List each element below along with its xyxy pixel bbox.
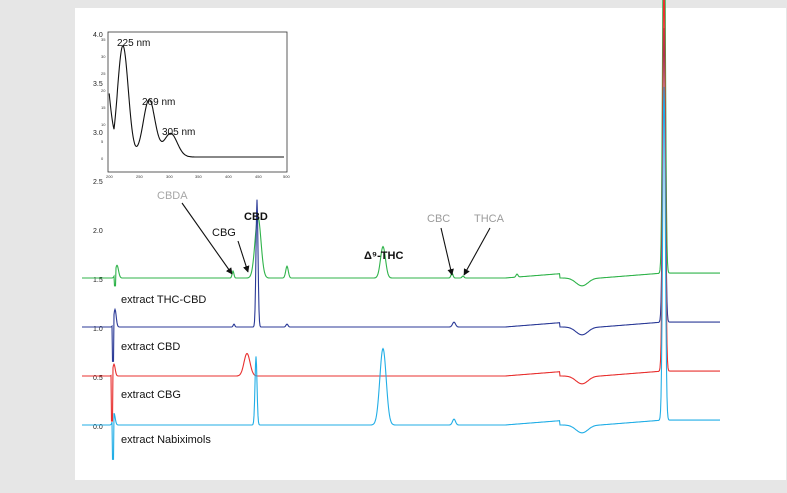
inset-x-tick-label: 250	[136, 174, 143, 179]
inset-y-tick-label: 35	[101, 37, 106, 42]
arrow-cbda	[181, 202, 233, 275]
annotation-cbda: CBDA	[157, 190, 188, 202]
annotation-d9-thc: Δ⁹-THC	[364, 250, 403, 262]
inset-frame	[107, 31, 288, 173]
y-tick-label: 2.0	[93, 228, 103, 235]
inset-y-tick-label: 5	[101, 139, 104, 144]
annotation-cbd: CBD	[244, 211, 268, 223]
series-label-nabiximols: extract Nabiximols	[121, 434, 211, 446]
uv-peak-225: 225 nm	[117, 38, 150, 49]
inset-y-tick-label: 15	[101, 105, 106, 110]
inset-x-tick-label: 300	[166, 174, 173, 179]
peak-annotations: CBDA CBG CBD Δ⁹-THC CBC THCA	[157, 190, 505, 276]
inset-y-tick-label: 0	[101, 156, 104, 161]
trace-extract-cbd	[82, 28, 720, 362]
inset-x-tick-label: 500	[283, 174, 290, 179]
inset-x-tick-label: 450	[255, 174, 262, 179]
annotation-cbg: CBG	[212, 227, 236, 239]
uv-peak-305: 305 nm	[162, 127, 195, 138]
series-label-cbd: extract CBD	[121, 341, 180, 353]
inset-x-tick-label: 350	[195, 174, 202, 179]
annotation-cbc: CBC	[427, 213, 450, 225]
uv-spectrum-inset: 200 250 300 350 400 450 500 0 5 10 15 20…	[101, 31, 290, 179]
y-tick-label: 0.0	[93, 424, 103, 431]
y-tick-label: 4.0	[93, 32, 103, 39]
y-axis: 0.0 0.5 1.0 1.5 2.0 2.5 3.0 3.5 4.0	[93, 32, 103, 431]
inset-y-tick-label: 20	[101, 88, 106, 93]
uv-peak-269: 269 nm	[142, 97, 175, 108]
trace-extract-nabiximols	[82, 86, 720, 460]
trace-extract-thc-cbd	[82, 0, 720, 287]
y-tick-label: 1.0	[93, 326, 103, 333]
inset-x-tick-label: 200	[106, 174, 113, 179]
inset-y-tick-label: 25	[101, 71, 106, 76]
inset-x-tick-label: 400	[225, 174, 232, 179]
traces	[82, 0, 720, 460]
y-tick-label: 3.5	[93, 81, 103, 88]
trace-extract-cbg	[82, 0, 720, 422]
annotation-thca: THCA	[474, 213, 505, 225]
series-labels: extract THC-CBD extract CBD extract CBG …	[121, 294, 211, 446]
inset-y-tick-label: 10	[101, 122, 106, 127]
arrow-thca	[463, 227, 491, 276]
uv-spectrum-trace	[108, 44, 284, 158]
inset-axes: 200 250 300 350 400 450 500 0 5 10 15 20…	[101, 37, 290, 179]
y-tick-label: 3.0	[93, 130, 103, 137]
arrow-cbg	[237, 240, 250, 273]
inset-y-tick-label: 30	[101, 54, 106, 59]
series-label-thc-cbd: extract THC-CBD	[121, 294, 206, 306]
series-label-cbg: extract CBG	[121, 389, 181, 401]
y-tick-label: 2.5	[93, 179, 103, 186]
y-tick-label: 1.5	[93, 277, 103, 284]
y-tick-label: 0.5	[93, 375, 103, 382]
arrow-cbc	[440, 227, 454, 276]
